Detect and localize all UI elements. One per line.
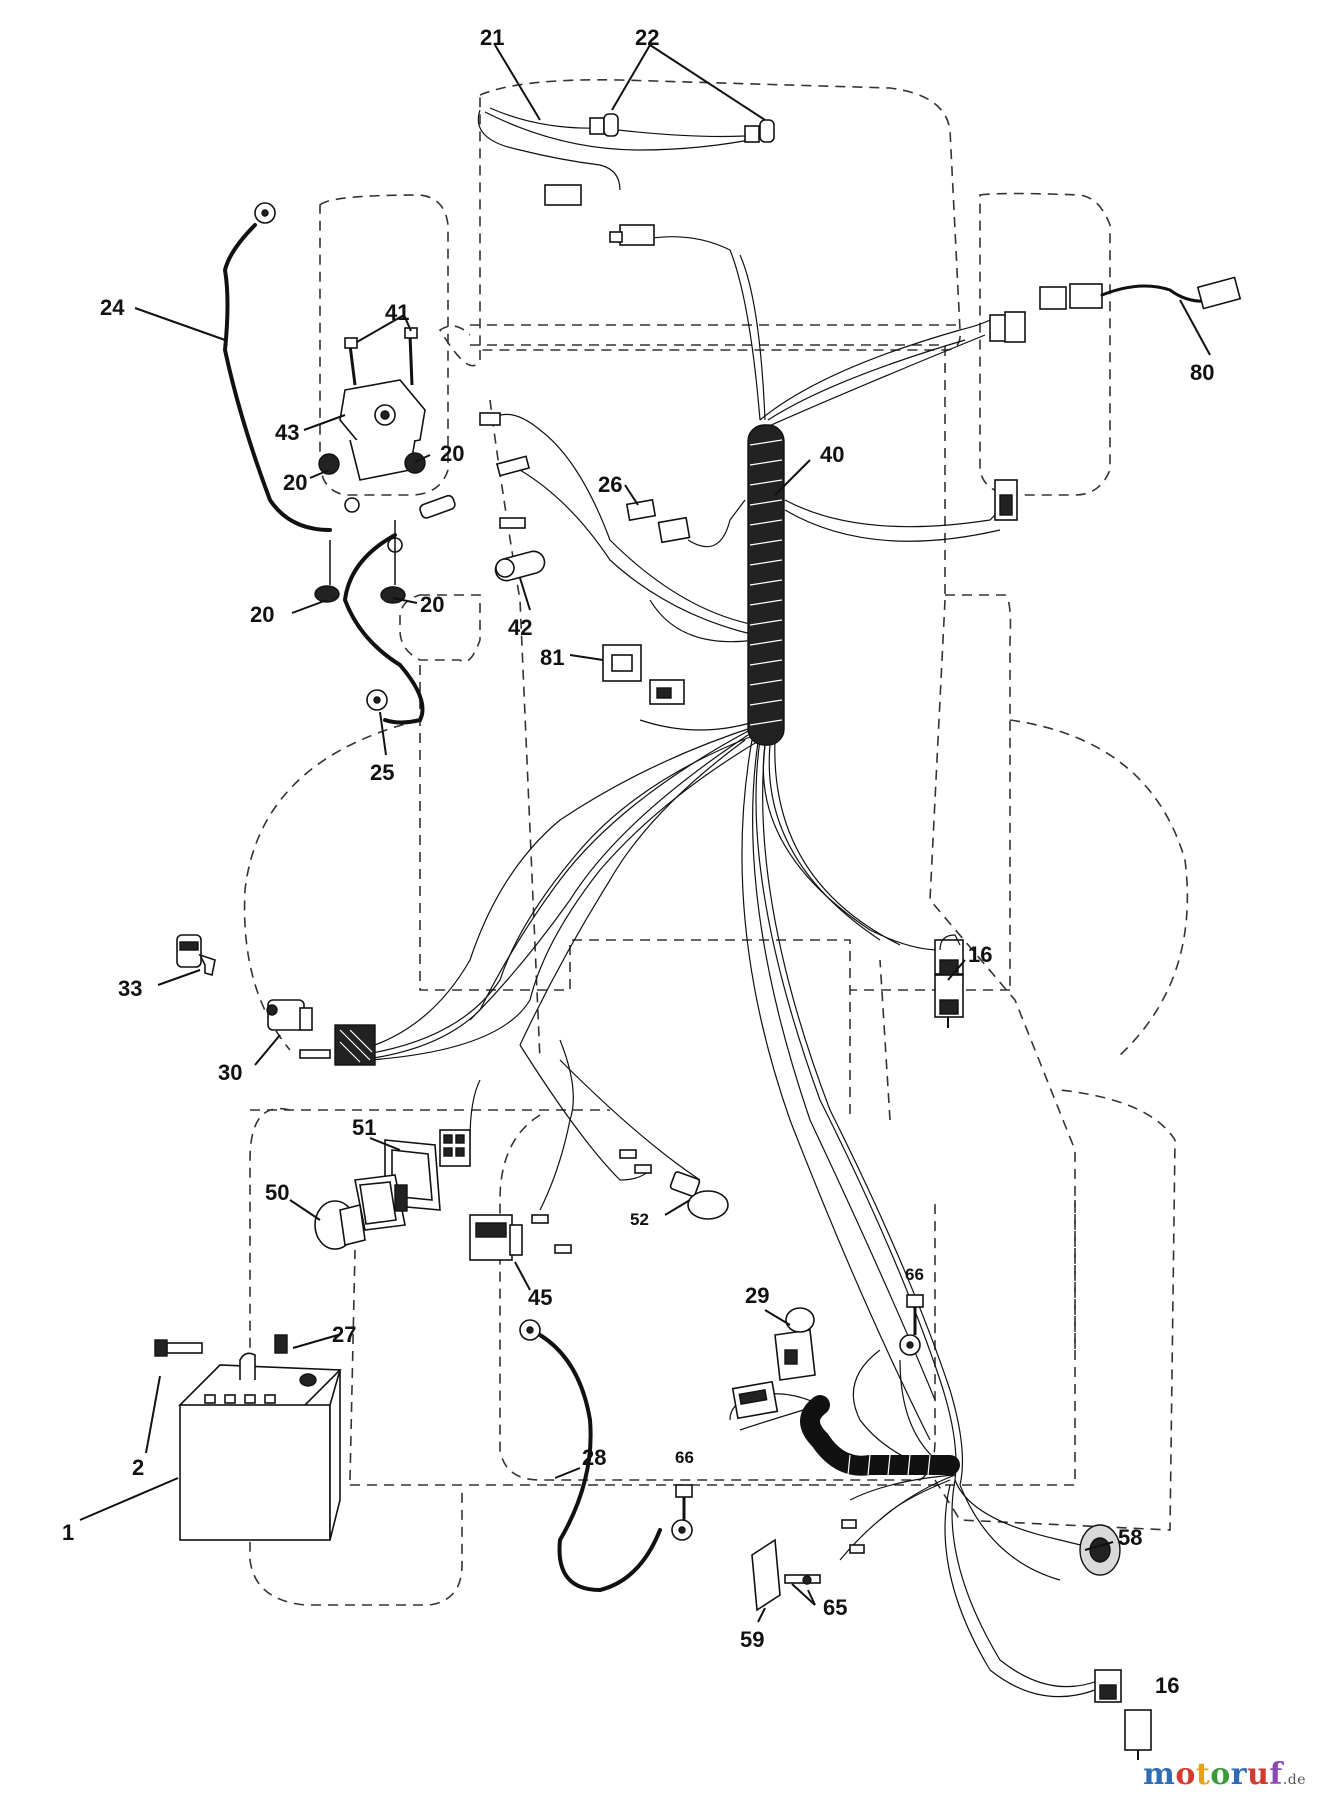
- callout-52: 52: [630, 1210, 649, 1229]
- headlight-harness: [477, 107, 775, 206]
- callout-66: 66: [675, 1448, 694, 1467]
- battery-cable-24: [222, 223, 332, 532]
- callout-1: 1: [62, 1520, 74, 1545]
- plug-58: [1079, 1524, 1121, 1576]
- bolt-66-upper: [906, 1294, 924, 1335]
- watermark-suffix: .de: [1282, 1772, 1306, 1788]
- pto-switch-50: [314, 1174, 408, 1250]
- terminals-upper: [479, 412, 531, 529]
- hour-meter-45: [469, 1214, 523, 1261]
- callout-21: 21: [480, 25, 504, 50]
- callout-20: 20: [283, 470, 307, 495]
- callout-26: 26: [598, 472, 622, 497]
- callout-28: 28: [582, 1445, 606, 1470]
- lamp-52: [669, 1171, 729, 1220]
- ignition-switch-30: [266, 999, 376, 1066]
- callout-66: 66: [905, 1265, 924, 1284]
- callout-43: 43: [275, 420, 299, 445]
- callout-45: 45: [528, 1285, 552, 1310]
- grommet-42: [494, 550, 546, 582]
- callout-81: 81: [540, 645, 564, 670]
- callout-65: 65: [823, 1595, 847, 1620]
- callout-labels: 21 22 24 41 43 20 20 20 20 25 40 26 42 8…: [62, 25, 1214, 1698]
- watermark-letter: t: [1195, 1757, 1211, 1792]
- watermark-letter: o: [1175, 1757, 1196, 1792]
- watermark-letter: f: [1269, 1757, 1283, 1792]
- callout-20: 20: [420, 592, 444, 617]
- watermark-letter: m: [1143, 1757, 1176, 1792]
- watermark-letters: motoruf: [1143, 1757, 1283, 1792]
- watermark-letter: r: [1230, 1757, 1248, 1792]
- upper-connector: [609, 224, 655, 246]
- callout-33: 33: [118, 976, 142, 1001]
- callout-24: 24: [100, 295, 125, 320]
- bolt-2: [154, 1339, 203, 1357]
- seat-switch-29: [731, 1307, 816, 1420]
- callout-41: 41: [385, 300, 409, 325]
- callout-59: 59: [740, 1627, 764, 1652]
- switch-16-lower: [1094, 1669, 1152, 1760]
- callout-40: 40: [820, 442, 844, 467]
- callout-42: 42: [508, 615, 532, 640]
- watermark-letter: u: [1247, 1757, 1270, 1792]
- solenoid-assembly: [314, 327, 456, 604]
- callout-16: 16: [1155, 1673, 1179, 1698]
- nut-27: [274, 1334, 288, 1354]
- callout-50: 50: [265, 1180, 289, 1205]
- wire-bundle: [359, 236, 1111, 1698]
- ground-cable-28: [538, 1333, 662, 1593]
- callout-22: 22: [635, 25, 659, 50]
- ignition-key-33: [176, 934, 216, 977]
- bracket-59: [751, 1519, 865, 1612]
- watermark-letter: o: [1210, 1757, 1231, 1792]
- switch-16-mid: [934, 974, 964, 1028]
- leader-lines: [79, 44, 1211, 1623]
- ring-terminals: [254, 202, 921, 1541]
- callout-20: 20: [440, 441, 464, 466]
- fuse-holder-26: [625, 498, 746, 548]
- relay-81: [602, 644, 685, 705]
- right-connector: [994, 479, 1018, 521]
- callout-29: 29: [745, 1283, 769, 1308]
- switch-16-upper: [934, 934, 964, 981]
- callout-25: 25: [370, 760, 394, 785]
- harness-80: [989, 276, 1242, 343]
- watermark-logo: motoruf.de: [1143, 1757, 1306, 1792]
- callout-58: 58: [1118, 1525, 1142, 1550]
- callout-30: 30: [218, 1060, 242, 1085]
- battery-1: [178, 1364, 342, 1541]
- callout-2: 2: [132, 1455, 144, 1480]
- callout-80: 80: [1190, 360, 1214, 385]
- ground-cable-25: [342, 533, 425, 725]
- callout-51: 51: [352, 1115, 376, 1140]
- coiled-harness-sleeve: [747, 424, 785, 746]
- callout-20: 20: [250, 602, 274, 627]
- bolt-66-lower: [675, 1484, 693, 1525]
- callout-16: 16: [968, 942, 992, 967]
- terminals-mid: [531, 1149, 652, 1254]
- callout-27: 27: [332, 1322, 356, 1347]
- battery-strap: [239, 1352, 256, 1380]
